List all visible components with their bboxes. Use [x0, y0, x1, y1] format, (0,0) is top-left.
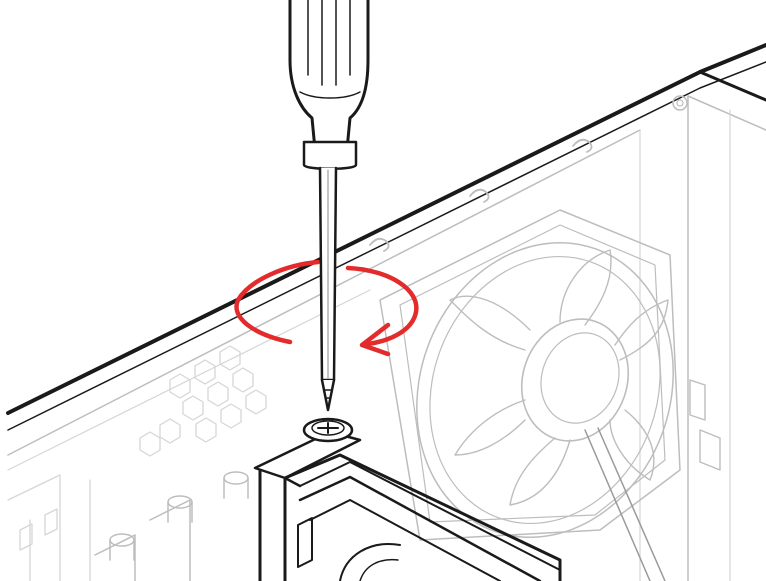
rear-io-area	[7, 474, 91, 581]
rotation-arc-front	[345, 265, 419, 347]
expansion-card-bracket-icon	[253, 430, 562, 581]
screwdriver-collar	[302, 140, 358, 170]
bracket-top-lip	[253, 430, 362, 480]
rotation-arrowhead	[359, 322, 391, 357]
case-rim-right-inner	[687, 95, 766, 131]
screwdriver-icon	[288, 0, 370, 412]
fan-cable	[584, 427, 666, 581]
fan-frame	[379, 209, 681, 541]
screwdriver-tip	[320, 378, 336, 412]
case-rim-right	[698, 70, 766, 102]
bracket-cutout	[297, 517, 313, 568]
case-screw-hole	[672, 95, 688, 111]
bracket-body	[258, 468, 287, 581]
screwdriver-handle	[288, 0, 370, 162]
case-top-edge-inner	[7, 61, 766, 431]
case-hook-tabs	[369, 138, 593, 252]
card-face	[298, 475, 542, 581]
vent-honeycomb	[139, 345, 267, 457]
fan-outer-ring	[416, 241, 674, 539]
clockwise-rotation-arrow-icon	[234, 259, 419, 357]
case-fan-icon	[379, 209, 721, 581]
fan-blades	[449, 249, 669, 506]
phillips-screw-icon	[302, 417, 354, 443]
rotation-arc-back	[234, 259, 321, 345]
pc-case	[6, 43, 766, 581]
connector-knobs	[94, 471, 249, 581]
case-top-edge	[6, 43, 766, 415]
